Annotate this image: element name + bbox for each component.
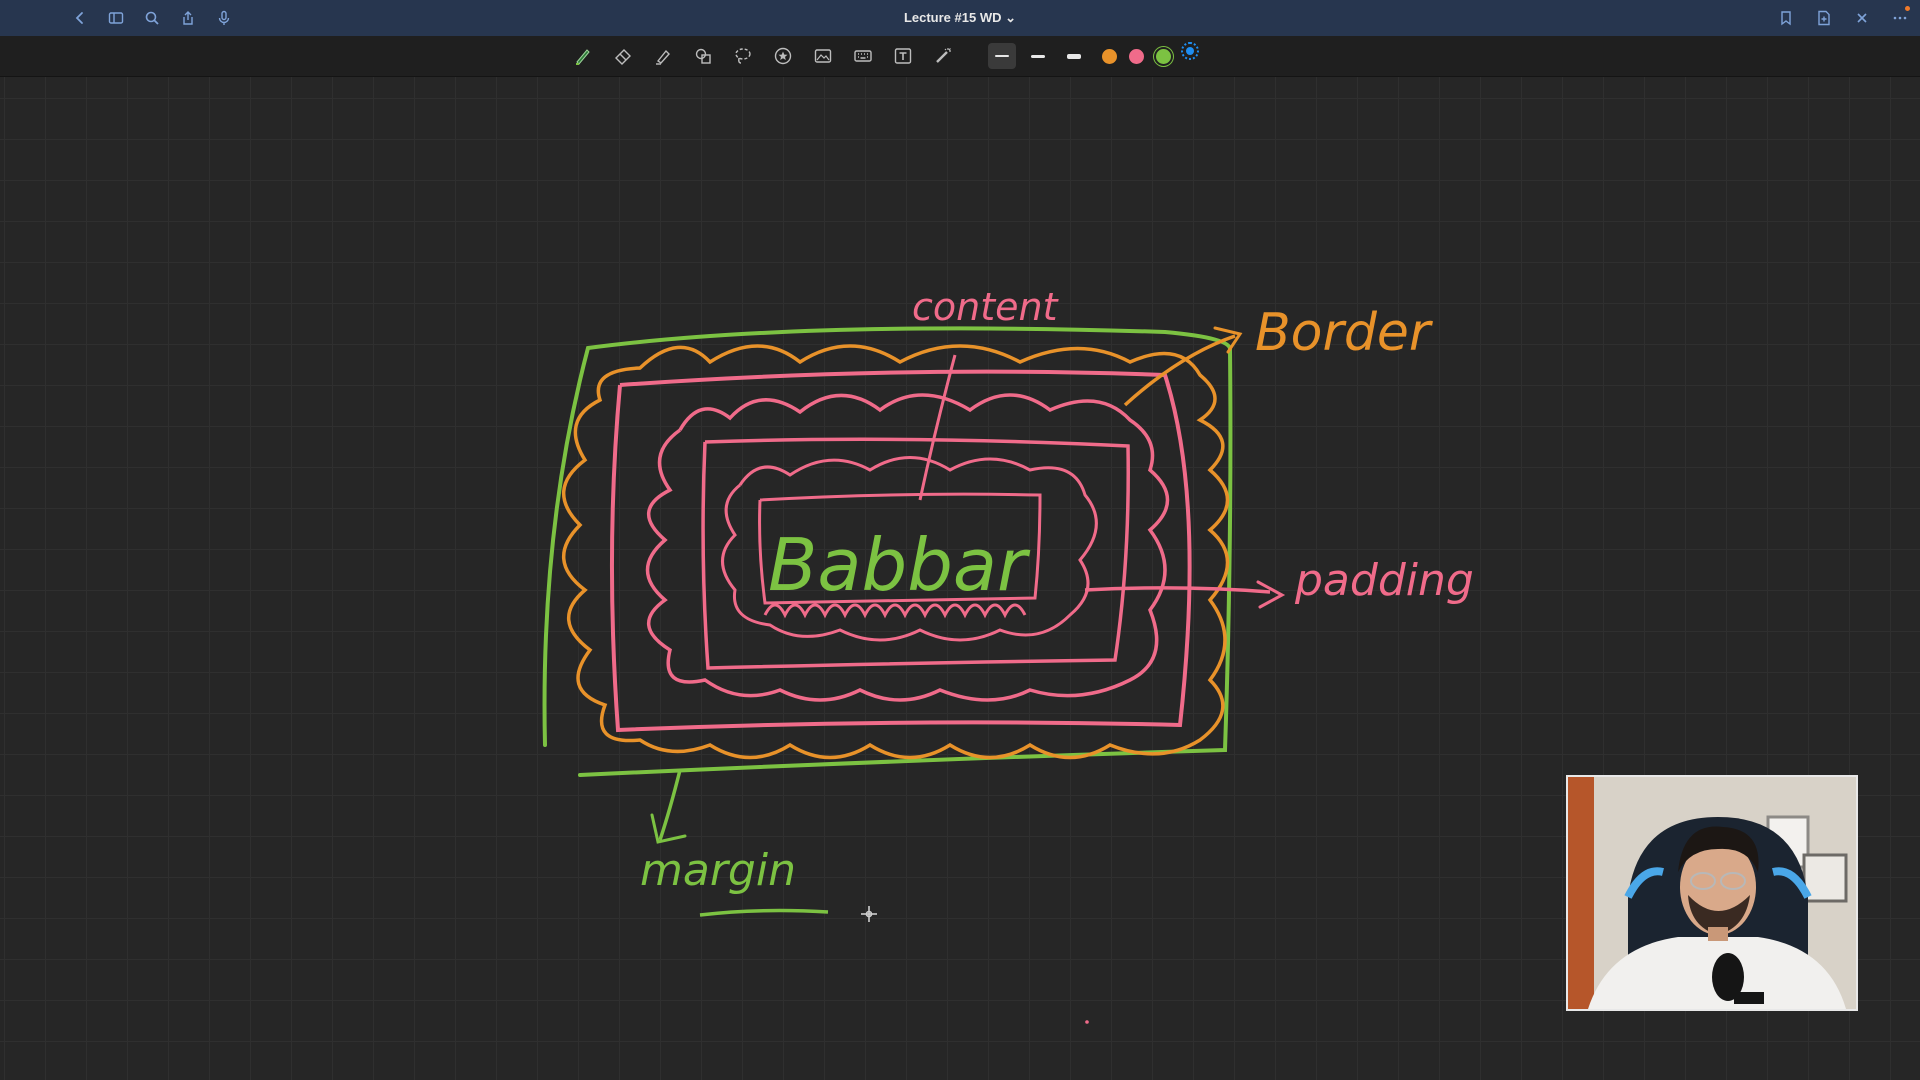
content-rect-stroke (758, 492, 1042, 605)
stray-pen-dot (1085, 1020, 1089, 1024)
border-arrowhead (1213, 326, 1243, 354)
padding-rect-stroke (701, 437, 1130, 670)
title-chevron-icon: ⌄ (1005, 10, 1017, 25)
margin-arrow-line (658, 769, 682, 841)
notification-dot (1905, 6, 1910, 11)
color-swatch-pink[interactable] (1129, 48, 1144, 64)
elements-tool-icon[interactable] (770, 43, 796, 69)
stroke-width-medium[interactable] (1024, 43, 1052, 69)
padding-cloud (645, 393, 1170, 702)
more-icon[interactable] (1892, 6, 1910, 26)
margin-label: margin (640, 845, 796, 896)
color-swatch-orange[interactable] (1102, 48, 1117, 64)
microphone-icon[interactable] (216, 10, 232, 26)
padding-arrow-line (1084, 586, 1271, 594)
laser-pointer-icon[interactable] (930, 43, 956, 69)
highlighter-tool-icon[interactable] (650, 43, 676, 69)
tool-group (570, 36, 1199, 76)
stroke-width-thick[interactable] (1060, 43, 1088, 69)
bookmark-icon[interactable] (1778, 10, 1794, 26)
titlebar-right-controls (1778, 0, 1910, 36)
margin-arrowhead (650, 813, 687, 844)
content-squiggles (763, 603, 1027, 619)
back-icon[interactable] (72, 10, 88, 26)
content-cloud (721, 456, 1098, 642)
presenter-video-frame (1568, 777, 1856, 1009)
share-icon[interactable] (180, 10, 196, 26)
box-model-drawing: content Border padding margin Babbar (542, 285, 1474, 1024)
color-swatch-blue[interactable] (1181, 42, 1199, 60)
border-scribble (562, 344, 1230, 760)
search-icon[interactable] (144, 10, 160, 26)
content-word: Babbar (768, 523, 1031, 607)
document-title-text: Lecture #15 WD (903, 10, 1002, 25)
stroke-width-thin[interactable] (988, 43, 1016, 69)
text-tool-icon[interactable] (890, 43, 916, 69)
margin-underline (699, 908, 829, 917)
border-arrow-line (1123, 334, 1236, 407)
content-label: content (912, 285, 1060, 329)
add-page-icon[interactable] (1816, 10, 1832, 26)
lasso-tool-icon[interactable] (730, 43, 756, 69)
margin-box-stroke (542, 326, 1233, 777)
border-rect-stroke (609, 369, 1192, 733)
move-cursor-icon (861, 906, 877, 922)
pen-tool-icon[interactable] (570, 43, 596, 69)
shapes-tool-icon[interactable] (690, 43, 716, 69)
keyboard-tool-icon[interactable] (850, 43, 876, 69)
close-icon[interactable] (1854, 10, 1870, 26)
padding-label: padding (1294, 555, 1474, 606)
document-title-area: Lecture #15 WD ⌄ (0, 0, 1920, 36)
title-bar: Lecture #15 WD ⌄ (0, 0, 1920, 36)
padding-arrowhead (1256, 580, 1286, 609)
border-label: Border (1255, 303, 1434, 363)
image-tool-icon[interactable] (810, 43, 836, 69)
sidebar-icon[interactable] (108, 10, 124, 26)
content-pointer-line (918, 354, 957, 501)
document-title[interactable]: Lecture #15 WD ⌄ (904, 10, 1016, 25)
color-swatch-green[interactable] (1156, 48, 1171, 64)
eraser-tool-icon[interactable] (610, 43, 636, 69)
titlebar-left-controls (72, 0, 232, 36)
presenter-webcam (1566, 775, 1858, 1011)
drawing-toolbar (0, 36, 1920, 77)
